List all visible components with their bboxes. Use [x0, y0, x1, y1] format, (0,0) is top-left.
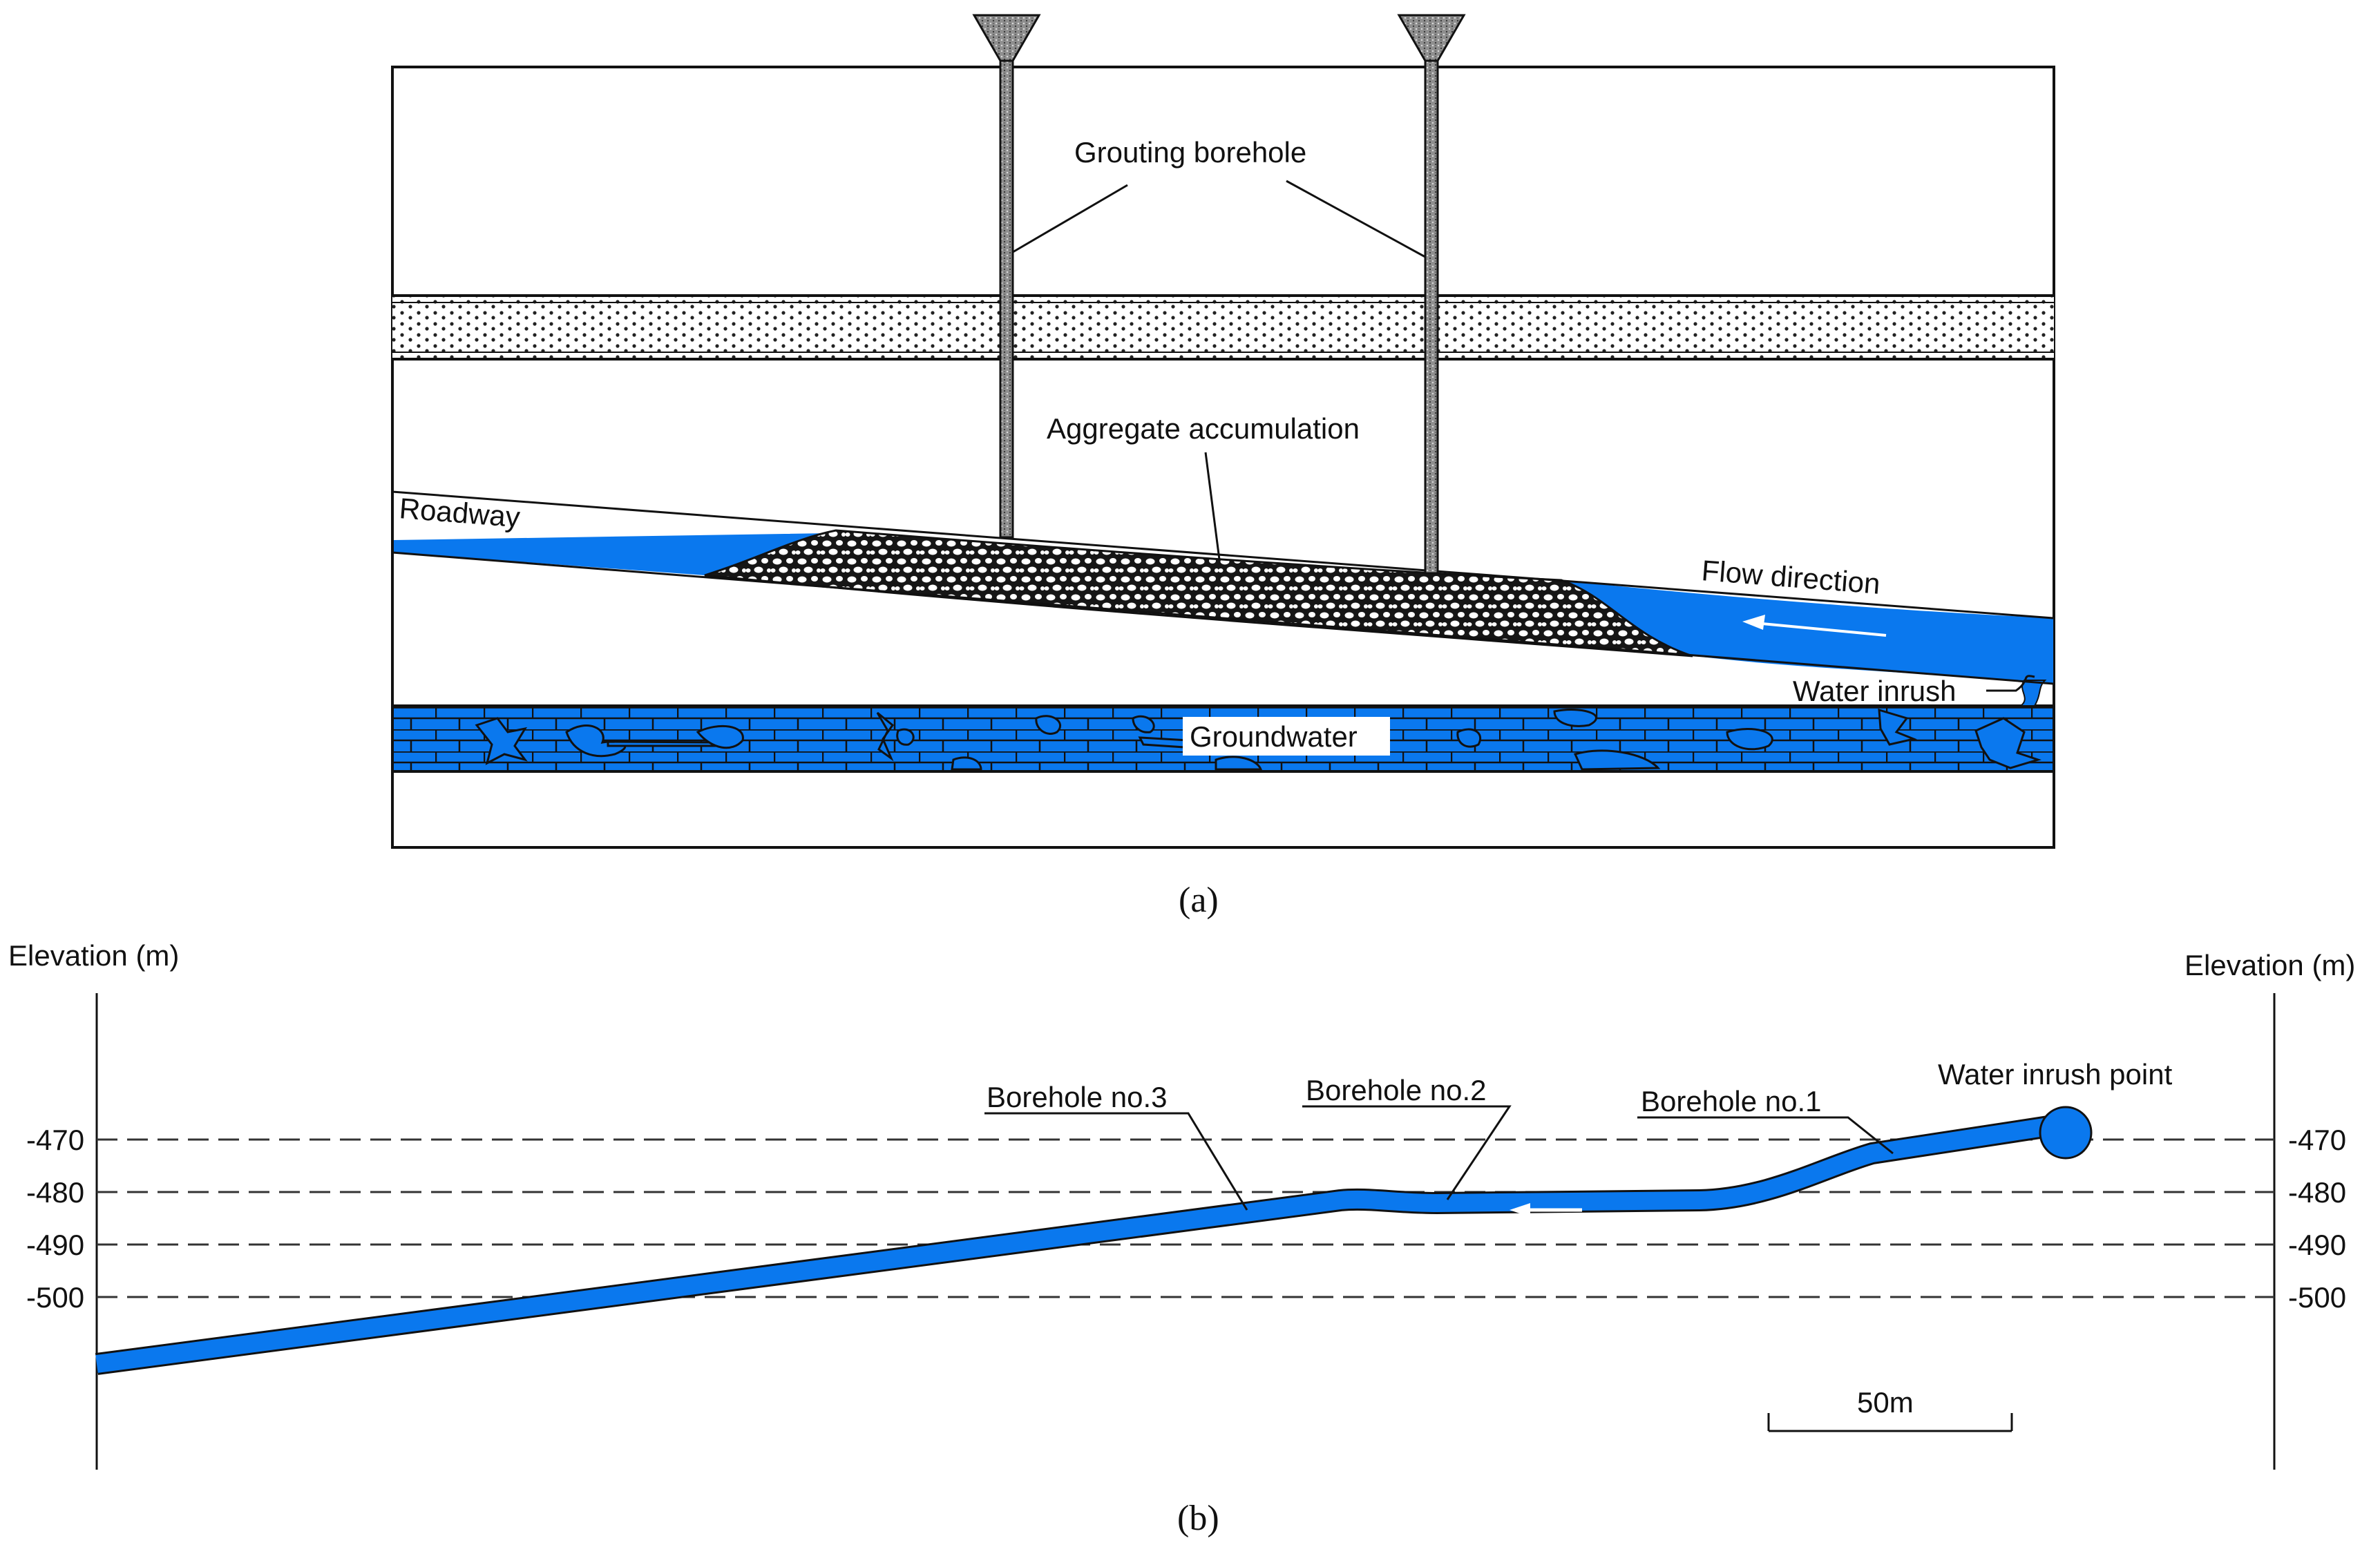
scale-bar [1767, 1413, 2013, 1432]
grouting-borehole-2 [1397, 14, 1466, 575]
panel-b: Elevation (m) Elevation (m) -470 -480 -4… [8, 939, 2355, 1538]
roadway-roof [392, 490, 2054, 619]
tick-left-470: -470 [26, 1124, 84, 1156]
panel-a: Grouting borehole Aggregate accumulation… [391, 14, 2055, 920]
roadway-profile-fill [95, 1117, 2055, 1373]
elevation-axis-label-right: Elevation (m) [2184, 949, 2355, 981]
profile-flow-arrows [1510, 1160, 1907, 1217]
panel-a-caption: (a) [1179, 881, 1219, 920]
sandstone-layer [392, 296, 2054, 359]
borehole-3-label: Borehole no.3 [987, 1081, 1168, 1113]
water-inrush-point-marker [2039, 1106, 2093, 1160]
aggregate-pile [704, 529, 1693, 657]
elevation-ticks-right: -470 -480 -490 -500 [2288, 1124, 2346, 1314]
tick-left-480: -480 [26, 1176, 84, 1209]
karst-cavities [475, 708, 2041, 771]
leader-lines-a [1012, 180, 2035, 692]
elevation-axis-label-left: Elevation (m) [8, 939, 179, 972]
elevation-ticks-left: -470 -480 -490 -500 [26, 1124, 84, 1314]
aggregate-accumulation-label: Aggregate accumulation [1047, 412, 1360, 445]
tick-right-500: -500 [2288, 1281, 2346, 1314]
water-inrush-point-label: Water inrush point [1938, 1058, 2173, 1091]
groundwater-label-box [1183, 717, 1390, 756]
grouting-borehole-1 [972, 14, 1041, 539]
tick-left-490: -490 [26, 1229, 84, 1261]
roadway-water-left [394, 533, 829, 575]
roadway-water-right [1561, 580, 2053, 684]
grouting-borehole-label: Grouting borehole [1074, 136, 1306, 169]
tick-right-470: -470 [2288, 1124, 2346, 1156]
water-inrush-label: Water inrush [1793, 675, 1957, 707]
borehole-2-label: Borehole no.2 [1306, 1074, 1487, 1106]
inrush-water [2019, 680, 2047, 707]
tick-right-490: -490 [2288, 1229, 2346, 1261]
borehole-1-label: Borehole no.1 [1641, 1085, 1822, 1117]
tick-left-500: -500 [26, 1281, 84, 1314]
scale-bar-label: 50m [1857, 1386, 1914, 1419]
borehole-leaders [984, 1105, 1894, 1211]
roadway-floor [392, 551, 2054, 685]
flow-arrow [1742, 615, 1887, 637]
groundwater-label: Groundwater [1190, 720, 1358, 753]
tick-right-480: -480 [2288, 1176, 2346, 1209]
panel-b-caption: (b) [1177, 1499, 1219, 1538]
